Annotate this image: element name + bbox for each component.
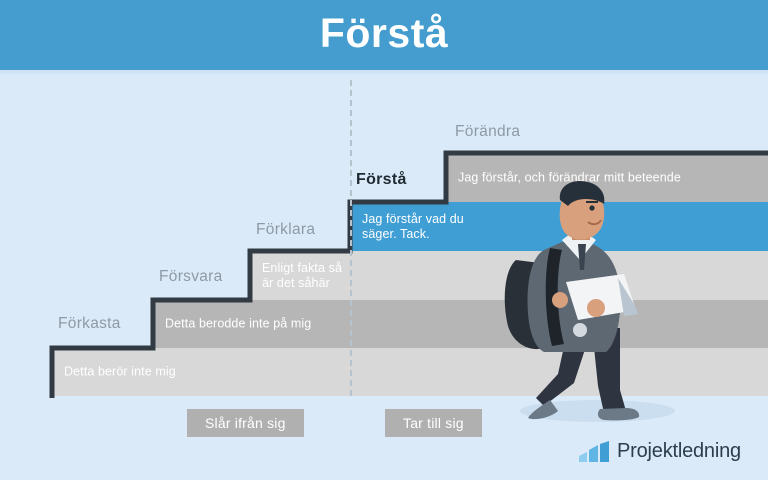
logo[interactable]: Projektledning bbox=[578, 440, 741, 463]
step-label-forsta: Förstå bbox=[356, 171, 407, 188]
pill-label-slar-ifran-sig: Slår ifrån sig bbox=[205, 415, 286, 431]
pill-slar-ifran-sig[interactable]: Slår ifrån sig bbox=[187, 409, 304, 437]
pill-tar-till-sig[interactable]: Tar till sig bbox=[385, 409, 482, 437]
step-quote-forsta: Jag förstår vad du säger. Tack. bbox=[362, 211, 464, 241]
page-title: Förstå bbox=[319, 10, 449, 56]
step-quote-forklara: Enligt fakta så är det såhär bbox=[262, 260, 343, 290]
step-quote-forkasta: Detta berör inte mig bbox=[64, 364, 176, 379]
walking-businessman-illustration bbox=[504, 180, 640, 421]
step-label-forsvara: Försvara bbox=[159, 268, 223, 285]
pill-label-tar-till-sig: Tar till sig bbox=[403, 415, 464, 431]
step-label-forklara: Förklara bbox=[256, 221, 316, 238]
step-quote-forsvara: Detta berodde inte på mig bbox=[165, 316, 312, 331]
header-banner: Förstå bbox=[0, 0, 768, 70]
header-underline bbox=[0, 70, 768, 74]
step-label-forkasta: Förkasta bbox=[58, 315, 121, 332]
logo-text: Projektledning bbox=[617, 440, 741, 462]
step-label-forandra: Förändra bbox=[455, 123, 521, 140]
vertical-dashed-divider bbox=[350, 80, 352, 396]
bar-chart-icon bbox=[579, 440, 609, 462]
